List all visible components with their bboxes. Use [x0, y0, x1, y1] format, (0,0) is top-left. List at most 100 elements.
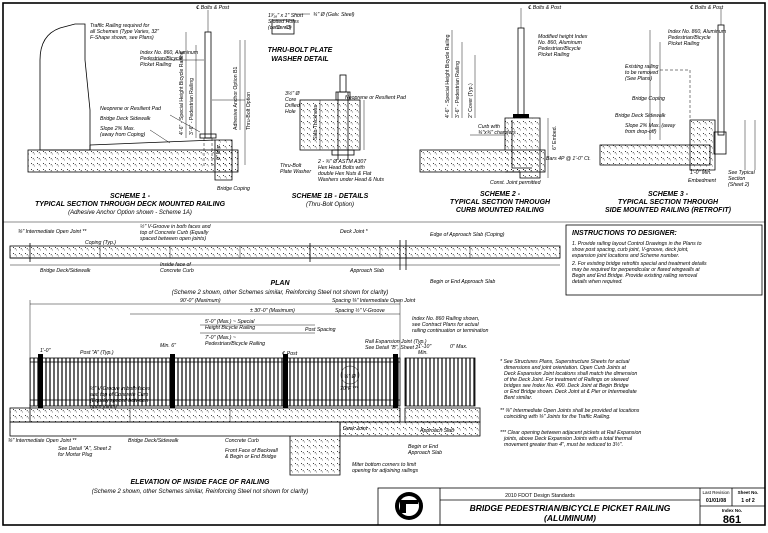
elev-max30-label: ± 30'-0" (Maximum): [250, 308, 295, 314]
elevation-note: (Scheme 2 shown, other Schemes similar, …: [92, 489, 308, 495]
elevation-title: ELEVATION OF INSIDE FACE OF RAILING: [131, 479, 271, 486]
scheme1-height-label: 4'-6" - Special Height Bicycle Railing: [179, 51, 185, 135]
scheme1-coping: [214, 139, 233, 181]
elev-detail-a-label: See Detail "A", Sheet 2 for Mortar Plug: [58, 446, 113, 458]
elev-post-4: [393, 354, 398, 408]
scheme1b-title: SCHEME 1B - DETAILS: [292, 193, 369, 200]
plan-approach-label: Approach Slab: [349, 268, 384, 274]
elev-temp-label: 70°F ***: [340, 386, 359, 392]
plan-view: ⅜" Intermediate Open Joint ** ½" V-Groov…: [9, 223, 561, 296]
elev-backwall: [289, 436, 341, 476]
scheme2-curb: [504, 117, 541, 179]
elev-rail-exp-label: Rail Expansion Joint (Typ.) See Detail "…: [365, 339, 428, 351]
revision-label: Last Revision: [702, 490, 730, 495]
scheme1b-note: (Thru-Bolt Option): [306, 202, 354, 208]
plan-curb: [9, 245, 561, 259]
scheme1b-astm-label: 2 - ¾" Ø ASTM A307 Hex Head Bolts with d…: [317, 159, 384, 183]
plan-title: PLAN: [270, 280, 290, 287]
scheme1-index-label: Index No. 860, Aluminum Pedestrian/Bicyc…: [140, 50, 200, 68]
elev-min6-label: Min. 6": [160, 343, 177, 349]
scheme1-min-label: 6" Min.: [216, 144, 222, 160]
scheme1-note: (Adhesive Anchor Option shown - Scheme 1…: [68, 210, 192, 216]
elev-approach-label: Approach Slab: [419, 428, 454, 434]
elev-intermediate-label: ⅜" Intermediate Open Joint **: [8, 438, 77, 444]
instructions-item-1: 1. Provide railing layout Control Drawin…: [572, 241, 703, 259]
elev-curb: [9, 407, 401, 423]
scheme3-sidewalk-label: Bridge Deck Sidewalk: [615, 113, 666, 119]
elev-post-spacing-label: Post Spacing: [305, 327, 336, 333]
scheme3-title: SCHEME 3 -: [648, 191, 689, 198]
scheme1-ped-label: 3'-6" - Pedestrian Railing: [189, 78, 195, 135]
scheme3-coping-label: Bridge Coping: [632, 96, 665, 102]
scheme2-bolts-label: ℄ Bolts & Post: [528, 5, 562, 11]
scheme1-thru-label: Thru-Bolt Option: [246, 92, 252, 130]
scheme3-min-label: 1'-0" Min.: [690, 170, 712, 176]
title-block: 2010 FDOT Design Standards BRIDGE PEDEST…: [377, 487, 766, 526]
elev-vgroove-label: ½" V-Groove in both faces and top of Con…: [90, 385, 152, 410]
scheme2-post: [517, 27, 525, 117]
scheme2-cover-label: 2" Cover (Typ.): [468, 83, 474, 118]
elev-approach-slab: [339, 421, 481, 437]
elev-min10-label: 1'-10" Min.: [418, 344, 433, 356]
plate-title2: WASHER DETAIL: [271, 56, 328, 63]
note-2: ** ⅜" Intermediate Open Joints shall be …: [500, 408, 641, 420]
scheme3-bolts-label: ℄ Bolts & Post: [690, 5, 724, 11]
elev-sidewalk-label: Bridge Deck/Sidewalk: [128, 438, 179, 444]
scheme1-neoprene-label: Neoprene or Resilient Pad: [100, 106, 162, 112]
plan-inside-label: Inside face of Concrete Curb: [160, 262, 194, 274]
plate-washer: [271, 19, 295, 35]
revision-value: 01/01/08: [706, 498, 726, 504]
plan-coping-label: Coping (Typ.): [85, 240, 116, 246]
scheme1-sidewalk-label: Bridge Deck Sidewalk: [100, 116, 151, 122]
instructions-box: INSTRUCTIONS TO DESIGNER: 1. Provide rai…: [565, 224, 763, 296]
elev-spacing1-label: Spacing ⅜" Intermediate Open Joint: [332, 298, 416, 304]
scheme1-section: ℄ Bolts & Post Traffic Railing required …: [27, 5, 252, 216]
elev-miter-label: Miter bottom corners to limit opening fo…: [352, 462, 418, 474]
elev-front-label: Front Face of Backwall & Begin or End Br…: [225, 448, 279, 460]
index-value: 861: [723, 514, 741, 526]
plan-note: (Scheme 2 shown, other Schemes similar, …: [172, 290, 388, 296]
scheme1b-core-label: 3½" Ø Core Drilled Hole: [285, 90, 301, 115]
plan-begin-label: Begin or End Approach Slab: [430, 279, 495, 285]
elev-deck-joint-label: Deck Joint: [343, 426, 368, 432]
scheme3-existing-label: Existing railing to be removed (See Plan…: [625, 64, 660, 82]
scheme3-coping: [689, 119, 716, 171]
elev-begin-label: Begin or End Approach Slab: [407, 444, 442, 456]
scheme2-curb-label: Curb with ¾"x¾" chamfers: [478, 124, 516, 136]
elev-special-label: 5'-0" (Max.) ~ Special Height Bicycle Ra…: [205, 319, 256, 331]
scheme1-base-plate: [199, 133, 217, 139]
scheme3-subtitle: TYPICAL SECTION THROUGH: [618, 199, 719, 206]
scheme3-index-label: Index No. 860, Aluminum Pedestrian/Bicyc…: [668, 29, 728, 47]
sheet-value: 1 of 2: [741, 498, 755, 504]
elev-curb-label: Concrete Curb: [225, 438, 259, 444]
elev-post-1: [38, 354, 43, 408]
elev-railing-approach: [404, 357, 476, 407]
scheme3-slope-label: Slope 2% Max. (away from drop-off): [625, 123, 677, 135]
scheme3-subtitle2: SIDE MOUNTED RAILING (RETROFIT): [605, 207, 732, 214]
title-sub: (ALUMINUM): [544, 513, 596, 523]
plan-sidewalk-label: Bridge Deck/Sidewalk: [40, 268, 91, 274]
scheme1b-slab: [299, 99, 361, 151]
plan-edge-label: Edge of Approach Slab (Coping): [430, 232, 505, 238]
sheet-label: Sheet No.: [738, 490, 759, 495]
plan-vgroove-label: ½" V-Groove in both faces and top of Con…: [140, 223, 212, 242]
scheme1-bolts-label: ℄ Bolts & Post: [196, 5, 230, 11]
elev-post-a-label: Post "A" (Typ.): [80, 350, 114, 356]
scheme1-post: [204, 31, 212, 139]
elev-max90-label: 90'-0" (Maximum): [180, 298, 221, 304]
scheme1-subtitle: TYPICAL SECTION THROUGH DECK MOUNTED RAI…: [35, 201, 226, 208]
scheme1-traffic-barrier: [39, 23, 91, 151]
elev-railing-main: [29, 357, 401, 407]
scheme2-subtitle: TYPICAL SECTION THROUGH: [450, 199, 551, 206]
elev-post-2: [170, 354, 175, 408]
notes-block: * See Structures Plans, Superstructure S…: [500, 359, 641, 448]
scheme3-curb-label: See Typical Section (Sheet 2): [728, 170, 756, 188]
scheme2-subtitle2: CURB MOUNTED RAILING: [456, 207, 545, 214]
scheme1-deck-slab: [27, 149, 239, 173]
elev-post-3: [283, 354, 288, 408]
scheme3-existing-railing: [660, 69, 691, 120]
scheme2-modified-label: Modified height Index No. 860, Aluminum …: [538, 34, 589, 58]
elev-index860-label: Index No. 860 Railing shown, see Contrac…: [412, 316, 489, 334]
